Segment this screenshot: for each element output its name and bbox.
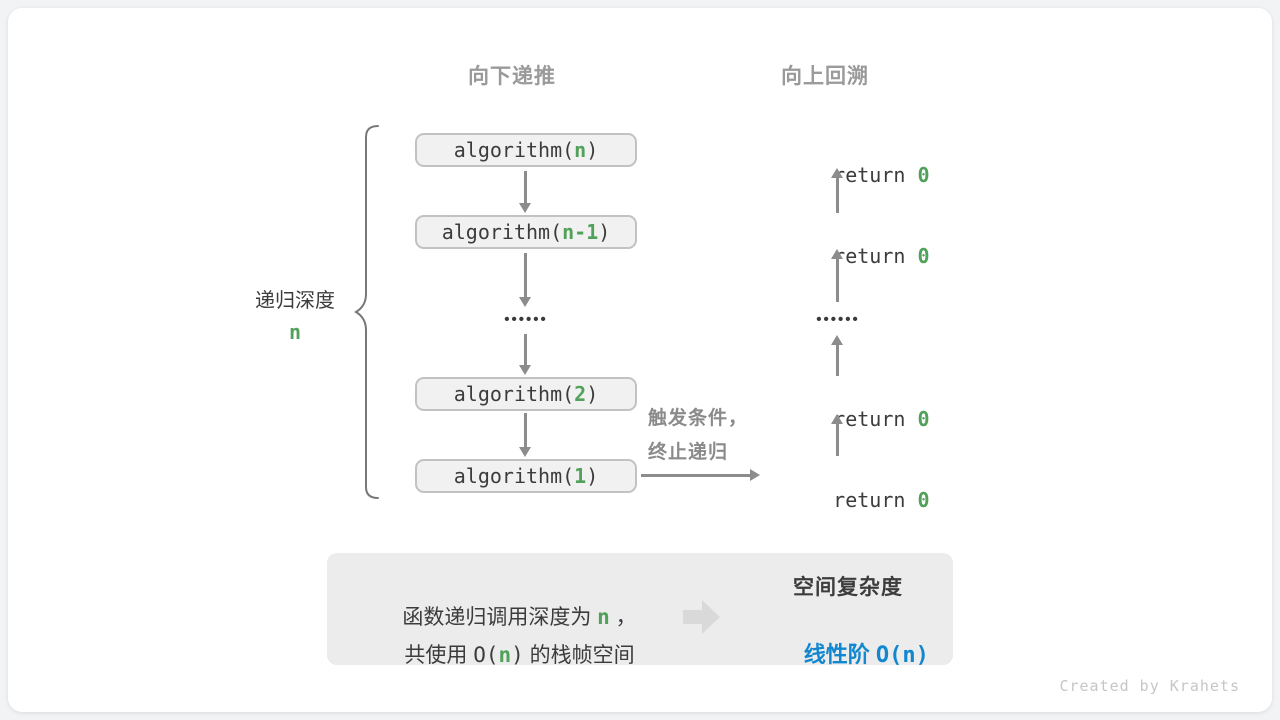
call-box-2-arg: 2 <box>574 382 587 406</box>
return-keyword: return <box>833 244 918 268</box>
arrow-up-icon <box>831 335 843 376</box>
summary-line1-post: ， <box>609 606 637 629</box>
arrow-up-icon <box>831 249 843 302</box>
header-backtrack: 向上回溯 <box>781 65 869 88</box>
call-box-n1-post: ) <box>598 220 611 244</box>
summary-line1-arg: n <box>597 605 610 629</box>
ellipsis-left: •••••• <box>504 311 548 328</box>
depth-label: 递归深度 <box>255 290 335 312</box>
arrow-up-icon <box>831 168 843 213</box>
call-box-n1: algorithm(n-1) <box>415 215 637 249</box>
return-value: 0 <box>917 407 930 431</box>
arrow-right-icon <box>641 469 760 481</box>
return-statement: return 0 <box>785 383 930 455</box>
summary-panel: 函数递归调用深度为 n ， 共使用 O(n) 的栈帧空间 空间复杂度 线性阶 O… <box>327 553 953 668</box>
curly-brace-icon <box>354 125 379 499</box>
summary-line1-pre: 函数递归调用深度为 <box>402 606 598 629</box>
depth-value: n <box>288 320 302 344</box>
call-box-n: algorithm(n) <box>415 133 637 167</box>
return-statement: return 0 <box>785 464 930 536</box>
call-box-1-arg: 1 <box>574 464 587 488</box>
complexity-result-pre: 线性阶 <box>803 642 876 667</box>
summary-line2-close: ) <box>511 643 524 667</box>
arrow-down-icon <box>519 171 531 213</box>
arrow-up-icon <box>831 414 843 456</box>
return-statement: return 0 <box>785 139 930 211</box>
arrow-down-icon <box>519 253 531 307</box>
block-arrow-icon <box>683 600 720 634</box>
summary-line2-post: 的栈帧空间 <box>523 644 635 667</box>
complexity-result-arg: n <box>902 643 916 668</box>
header-descend: 向下递推 <box>468 65 556 88</box>
return-keyword: return <box>833 163 918 187</box>
return-keyword: return <box>833 488 918 512</box>
summary-line2: 共使用 O(n) 的栈帧空间 <box>357 615 647 693</box>
watermark: Created by Krahets <box>1059 677 1240 695</box>
summary-line1: 函数递归调用深度为 n ， <box>357 577 647 655</box>
summary-line2-pre: 共使用 <box>404 644 474 667</box>
trigger-note-line1: 触发条件， <box>648 408 749 429</box>
call-box-n1-arg: n-1 <box>562 220 599 244</box>
call-box-2-post: ) <box>586 382 599 406</box>
call-box-2-pre: algorithm( <box>453 382 575 406</box>
return-keyword: return <box>833 407 918 431</box>
complexity-result: 线性阶 O(n) <box>753 611 943 695</box>
trigger-note-line2: 终止递归 <box>648 442 729 463</box>
call-box-n-pre: algorithm( <box>453 138 575 162</box>
summary-line2-arg: n <box>498 643 512 667</box>
complexity-result-open: O( <box>875 643 903 668</box>
call-box-2: algorithm(2) <box>415 377 637 411</box>
return-statement: return 0 <box>785 220 930 292</box>
summary-line2-open: O( <box>473 643 499 667</box>
return-value: 0 <box>917 488 930 512</box>
ellipsis-right: •••••• <box>816 311 860 328</box>
call-box-1-pre: algorithm( <box>453 464 575 488</box>
call-box-1: algorithm(1) <box>415 459 637 493</box>
return-value: 0 <box>917 163 930 187</box>
arrow-down-icon <box>519 413 531 457</box>
arrow-down-icon <box>519 334 531 375</box>
call-box-n-post: ) <box>586 138 599 162</box>
complexity-title: 空间复杂度 <box>793 576 903 599</box>
return-value: 0 <box>917 244 930 268</box>
call-box-1-post: ) <box>586 464 599 488</box>
call-box-n1-pre: algorithm( <box>441 220 563 244</box>
call-box-n-arg: n <box>574 138 587 162</box>
complexity-result-close: ) <box>915 643 929 668</box>
